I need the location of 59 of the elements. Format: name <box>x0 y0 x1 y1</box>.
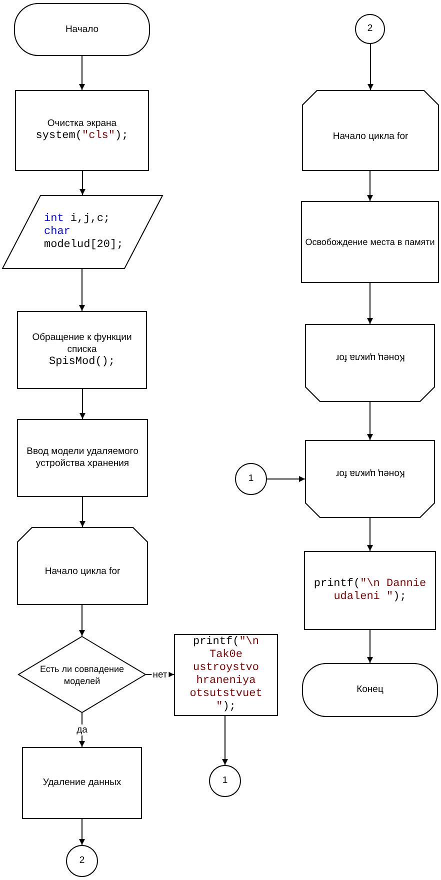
arrow <box>79 712 85 748</box>
process-box <box>174 634 278 716</box>
arrow <box>80 496 86 528</box>
node-text: Конец <box>356 684 384 696</box>
process-box <box>17 311 147 389</box>
node-text: Очистка экрана <box>47 118 117 130</box>
decision-diamond <box>18 636 146 713</box>
data-parallelogram <box>2 195 163 269</box>
code-text: int i,j,c; <box>44 212 110 226</box>
arrow <box>80 388 86 420</box>
arrow <box>79 56 85 90</box>
connector-circle <box>355 14 385 44</box>
node-text: 2 <box>79 855 85 867</box>
loop-end-block <box>305 440 435 518</box>
code-text: system("cls"); <box>36 130 128 143</box>
loop-start-block <box>302 90 439 171</box>
terminator-shape <box>302 663 438 717</box>
node-text: Начало цикла for <box>44 566 120 578</box>
code-text: printf("\n Dannie udaleni "); <box>312 578 428 604</box>
code-text: printf("\n Tak0e ustroystvo hraneniya otsutstvuet "); <box>188 636 264 714</box>
node-text: Есть ли совпадение моделей <box>38 662 126 686</box>
node-text: Начало <box>65 24 99 36</box>
node-text: 1 <box>222 775 228 787</box>
connector-circle <box>235 463 267 495</box>
node-text: 1 <box>248 473 254 485</box>
node-text: 2 <box>367 23 373 35</box>
connector-circle <box>209 765 241 797</box>
node-text: Обращение к функции списка <box>31 332 133 356</box>
loop-start-block <box>17 527 148 605</box>
arrow <box>367 518 373 552</box>
loop-end-block <box>305 324 435 402</box>
terminator-shape <box>14 3 150 56</box>
process-box <box>22 747 142 819</box>
arrow <box>367 170 373 202</box>
arrow <box>368 44 374 90</box>
arrow <box>222 716 228 766</box>
process-box <box>17 419 148 497</box>
code-text: SpisMod(); <box>48 356 115 368</box>
arrow <box>367 282 373 324</box>
node-text: Удаление данных <box>42 777 122 789</box>
node-text: Конец цикла for <box>336 467 404 479</box>
code-text: char modelud[20]; <box>44 226 124 252</box>
node-text: Освобождение места в памяти <box>305 236 435 248</box>
node-text: Ввод модели удаляемого устройства хранения <box>26 446 140 470</box>
process-box <box>304 551 436 630</box>
node-text: Конец цикла for <box>336 351 404 363</box>
arrow <box>80 170 86 196</box>
arrow <box>79 818 85 846</box>
arrow <box>367 402 373 440</box>
arrow <box>79 604 85 636</box>
node-text: Начало цикла for <box>332 130 408 142</box>
process-box <box>15 90 149 171</box>
arrow <box>367 630 373 664</box>
arrow <box>266 476 306 482</box>
edge-label: нет <box>152 669 168 680</box>
arrow <box>79 268 85 312</box>
edge-label: да <box>76 724 88 736</box>
process-box <box>301 201 439 283</box>
connector-circle <box>66 845 98 877</box>
